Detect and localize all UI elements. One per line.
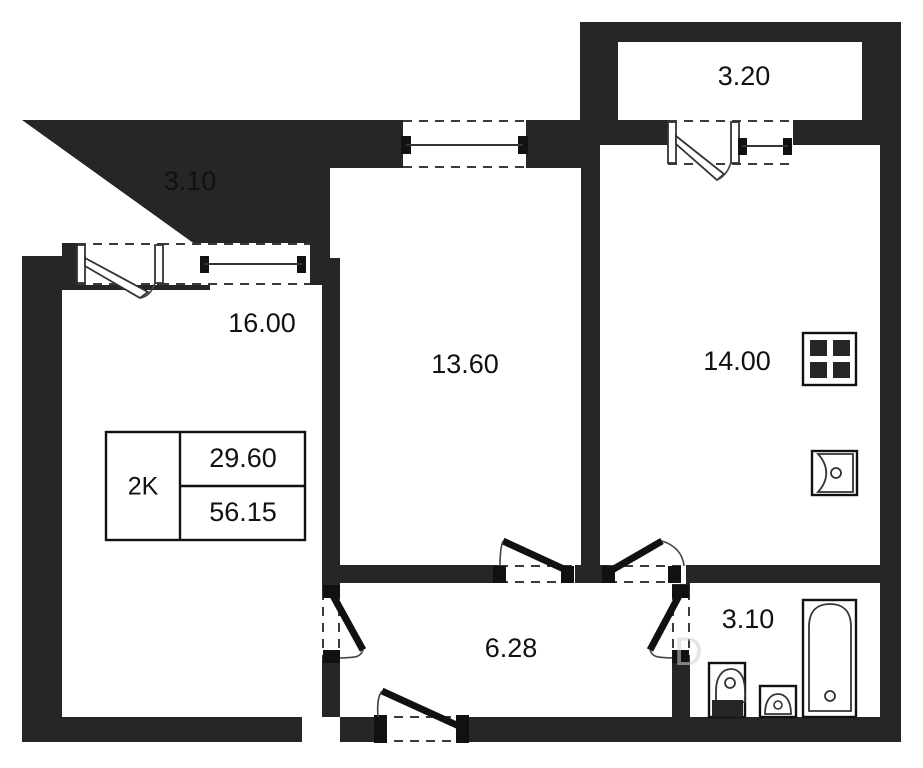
balcony-door-left[interactable] (76, 243, 164, 300)
door-living-room[interactable] (322, 585, 367, 663)
wall-bathroom-top (672, 565, 901, 583)
toilet-icon (707, 661, 747, 719)
info-living-area: 29.60 (209, 443, 277, 473)
window-bedroom[interactable] (401, 120, 528, 168)
room-label-kitchen: 14.00 (703, 346, 771, 376)
info-box: 2K 29.60 56.15 (104, 430, 307, 542)
door-kitchen[interactable] (602, 537, 686, 584)
wall-hall-bottom-right (462, 717, 690, 742)
wall-kitchen-right (880, 120, 901, 717)
washbasin-icon (758, 684, 798, 719)
wall-kitchen-bottom-right (672, 717, 901, 742)
wall-bedroom-right (581, 140, 600, 583)
wall-bedroom-top-left (330, 120, 405, 168)
room-label-bedroom: 13.60 (431, 349, 499, 379)
info-rooms-label: 2K (128, 473, 159, 501)
stove-icon (801, 331, 858, 387)
entrance-door[interactable] (374, 687, 469, 743)
watermark-letter: D (674, 630, 703, 674)
room-label-hall: 6.28 (485, 633, 538, 663)
room-label-bathroom: 3.10 (722, 604, 775, 634)
sink-icon (810, 449, 859, 497)
window-living-room[interactable] (160, 243, 310, 285)
room-label-balcony-left: 3.10 (164, 166, 217, 196)
wall-hall-bottom-left (340, 717, 380, 742)
balcony-door-right[interactable] (667, 120, 793, 182)
info-total-area: 56.15 (209, 497, 277, 527)
wall-living-room-right (322, 258, 340, 583)
room-label-balcony-right: 3.20 (718, 61, 771, 91)
door-bathroom[interactable] (646, 585, 691, 663)
wall-balcony-right-bottomleft (580, 120, 672, 145)
door-bedroom[interactable] (493, 537, 575, 584)
wall-living-room (22, 256, 302, 742)
room-label-living-room: 16.00 (228, 308, 296, 338)
wall-balcony-right-bottomright (790, 120, 901, 145)
bathtub-icon (801, 598, 858, 719)
room-labels: 3.10 3.20 16.00 13.60 14.00 6.28 3.10 (164, 61, 775, 663)
